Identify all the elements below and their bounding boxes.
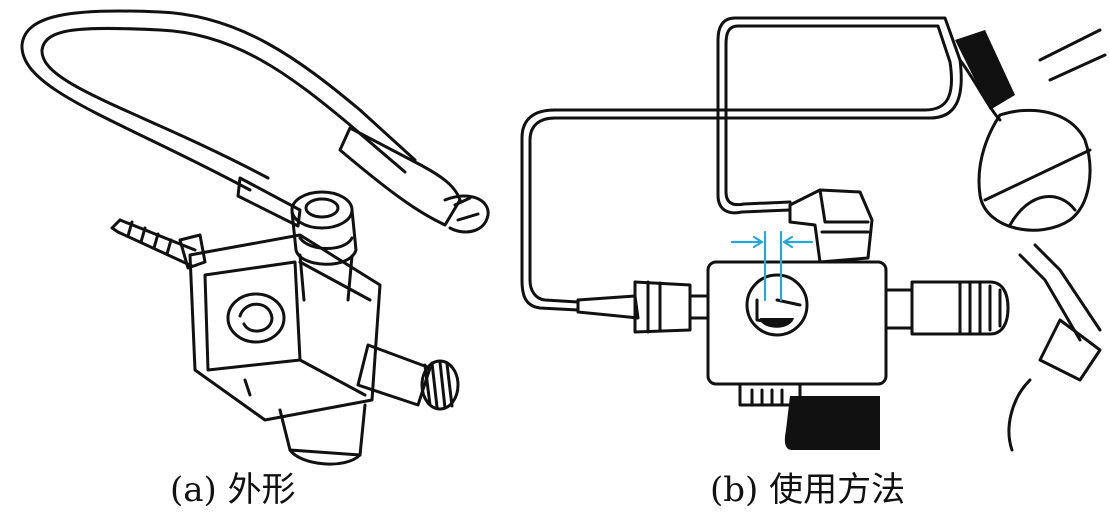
pressure-cuff — [955, 28, 1107, 452]
tubing-line — [520, 16, 963, 312]
right-knurled-knob — [884, 280, 1010, 336]
indicator-arrow-left — [730, 235, 764, 249]
alignment-indicator — [730, 230, 814, 302]
bottom-clamp — [243, 378, 367, 466]
top-connector-knob — [236, 176, 358, 302]
device-cable — [20, 9, 490, 234]
top-elbow-connector — [788, 188, 874, 264]
indicator-arrow-right — [782, 235, 814, 249]
panel-a-device-illustration — [20, 9, 490, 466]
right-threaded-port — [356, 343, 460, 411]
panel-b-caption: (b) 使用方法 — [710, 470, 906, 510]
left-tapered-nozzle — [576, 280, 710, 334]
device-body — [188, 233, 382, 422]
panel-b-usage-illustration — [520, 16, 1107, 452]
left-nozzle — [110, 218, 207, 270]
usage-device-body — [706, 260, 888, 450]
usage-dial — [745, 273, 809, 337]
panel-a-caption: (a) 外形 — [170, 470, 296, 510]
